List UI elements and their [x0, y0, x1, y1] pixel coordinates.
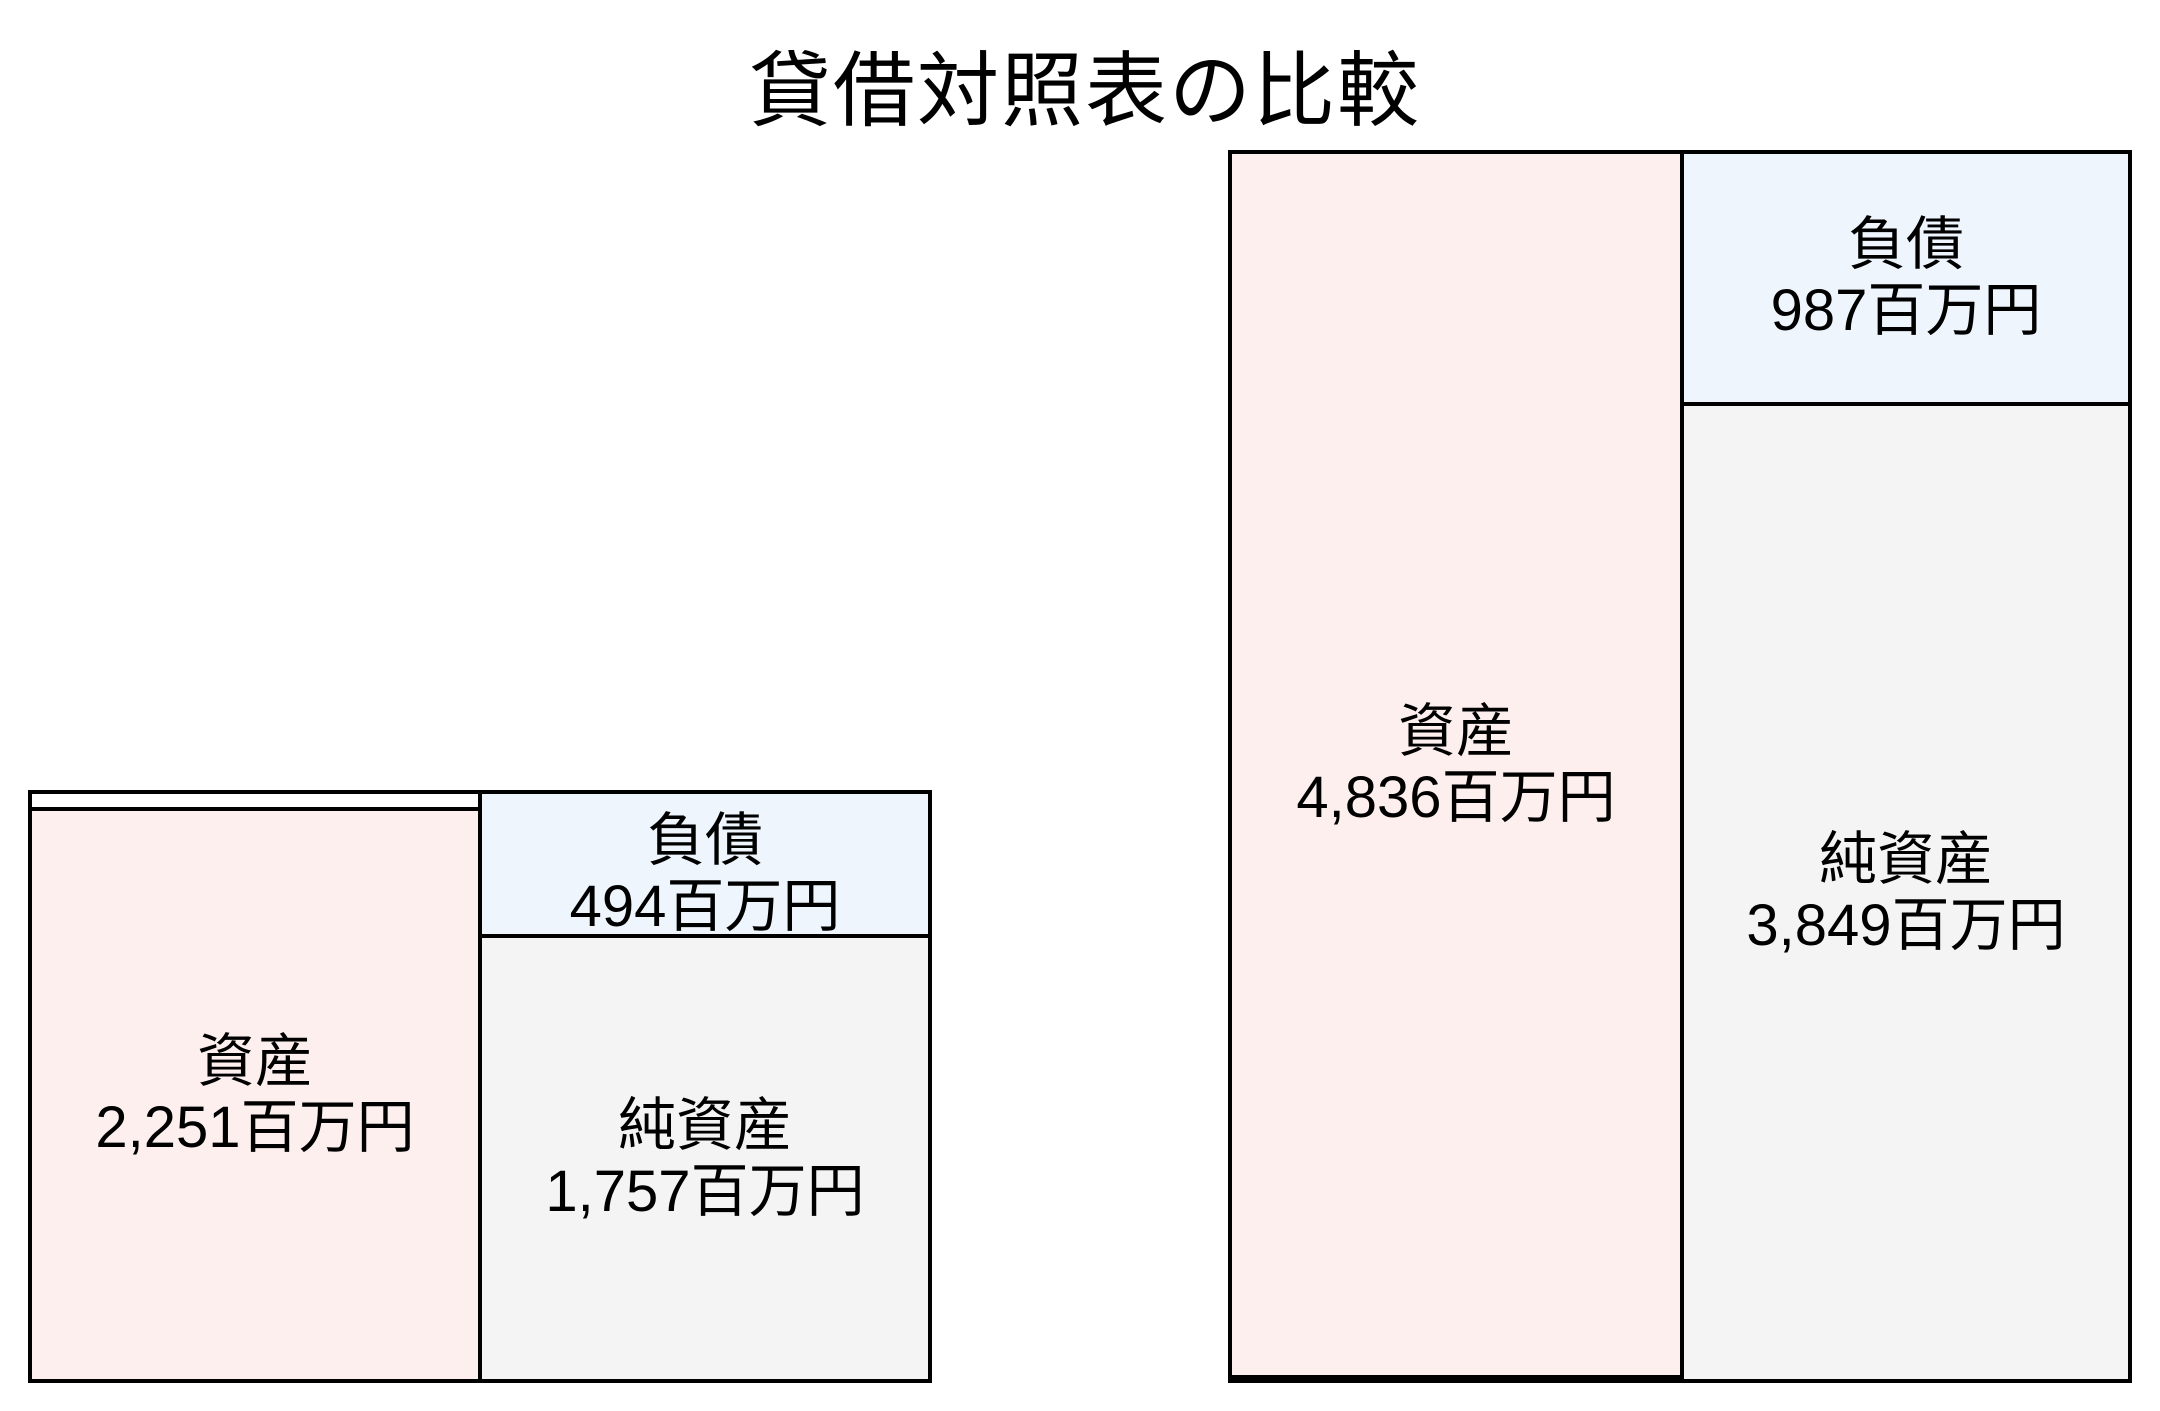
chart-title: 貸借対照表の比較: [748, 46, 1421, 137]
net-assets-label: 純資産: [1818, 826, 1993, 892]
assets-block-left: 資産 2,251百万円: [28, 807, 482, 1383]
liabilities-block-right: 負債 987百万円: [1680, 150, 2132, 406]
net-assets-label: 純資産: [617, 1092, 792, 1158]
liabilities-label: 負債: [1847, 212, 1964, 277]
assets-block-right: 資産 4,836百万円: [1228, 150, 1684, 1379]
assets-label: 資産: [196, 1029, 313, 1094]
assets-value: 4,836百万円: [1296, 764, 1616, 830]
liabilities-block-left: 負債 494百万円: [478, 790, 932, 939]
net-assets-block-right: 純資産 3,849百万円: [1680, 402, 2132, 1383]
net-assets-block-left: 純資産 1,757百万円: [478, 934, 932, 1383]
assets-value: 2,251百万円: [95, 1095, 415, 1160]
liabilities-label: 負債: [646, 808, 763, 873]
liabilities-value: 494百万円: [569, 874, 841, 939]
assets-label: 資産: [1397, 698, 1514, 764]
net-assets-value: 1,757百万円: [545, 1158, 865, 1224]
balance-sheet-right-frame: [1228, 150, 2132, 1383]
net-assets-value: 3,849百万円: [1746, 892, 2066, 958]
liabilities-value: 987百万円: [1770, 278, 2042, 343]
